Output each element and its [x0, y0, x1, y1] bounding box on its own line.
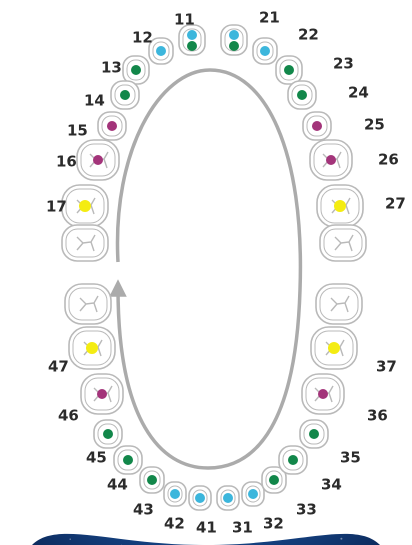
tooth-label-42: 42	[164, 515, 185, 533]
yellow-dot	[86, 342, 98, 354]
yellow-dot	[79, 200, 91, 212]
tooth-45[interactable]	[94, 420, 122, 448]
green-dot	[269, 475, 279, 485]
cyan-dot	[156, 46, 166, 56]
tooth-24[interactable]	[288, 81, 316, 109]
tooth-42[interactable]	[164, 482, 186, 506]
tooth-28[interactable]	[320, 225, 366, 261]
green-dot	[297, 90, 307, 100]
green-dot	[103, 429, 113, 439]
tooth-label-16: 16	[56, 153, 77, 171]
tooth-label-12: 12	[132, 29, 153, 47]
tooth-37[interactable]	[311, 327, 357, 369]
tooth-34[interactable]	[279, 446, 307, 474]
tooth-label-23: 23	[333, 55, 354, 73]
tooth-label-21: 21	[259, 9, 280, 27]
green-dot	[309, 429, 319, 439]
magenta-dot	[107, 121, 117, 131]
tooth-label-35: 35	[340, 449, 361, 467]
tooth-26[interactable]	[310, 140, 352, 180]
magenta-dot	[326, 155, 336, 165]
tooth-27[interactable]	[317, 185, 363, 227]
cyan-dot	[195, 493, 205, 503]
green-dot	[120, 90, 130, 100]
magenta-dot	[312, 121, 322, 131]
tooth-38[interactable]	[316, 284, 362, 324]
tooth-14[interactable]	[111, 81, 139, 109]
tooth-16[interactable]	[77, 140, 119, 180]
green-dot	[187, 41, 197, 51]
tooth-13[interactable]	[123, 56, 149, 84]
tooth-label-33: 33	[296, 501, 317, 519]
tooth-label-45: 45	[86, 449, 107, 467]
magenta-dot	[97, 389, 107, 399]
tooth-label-34: 34	[321, 476, 342, 494]
tooth-label-17: 17	[46, 198, 67, 216]
tooth-label-15: 15	[67, 122, 88, 140]
tooth-41[interactable]	[189, 486, 211, 510]
cyan-dot	[248, 489, 258, 499]
green-dot	[288, 455, 298, 465]
cyan-dot	[260, 46, 270, 56]
tooth-label-13: 13	[101, 59, 122, 77]
tooth-label-46: 46	[58, 407, 79, 425]
tooth-label-14: 14	[84, 92, 105, 110]
tooth-17[interactable]	[62, 185, 108, 227]
magenta-dot	[93, 155, 103, 165]
tooth-label-22: 22	[298, 26, 319, 44]
tooth-label-32: 32	[263, 515, 284, 533]
star	[340, 538, 342, 540]
tooth-label-36: 36	[367, 407, 388, 425]
green-dot	[284, 65, 294, 75]
tooth-47[interactable]	[69, 327, 115, 369]
tooth-32[interactable]	[242, 482, 264, 506]
tooth-46[interactable]	[81, 374, 123, 414]
green-dot	[229, 41, 239, 51]
cyan-dot	[229, 30, 239, 40]
cyan-dot	[170, 489, 180, 499]
tooth-label-41: 41	[196, 519, 217, 537]
magenta-dot	[318, 389, 328, 399]
tooth-label-11: 11	[174, 11, 195, 29]
tooth-21[interactable]	[221, 25, 247, 55]
green-dot	[123, 455, 133, 465]
tooth-48[interactable]	[65, 284, 111, 324]
cyan-dot	[187, 30, 197, 40]
tooth-36[interactable]	[302, 374, 344, 414]
star	[70, 539, 71, 540]
tooth-label-24: 24	[348, 84, 369, 102]
tooth-11[interactable]	[179, 25, 205, 55]
yellow-dot	[334, 200, 346, 212]
tooth-35[interactable]	[300, 420, 328, 448]
tooth-18[interactable]	[62, 225, 108, 261]
tooth-25[interactable]	[303, 112, 331, 140]
tooth-label-27: 27	[385, 195, 406, 213]
green-dot	[131, 65, 141, 75]
tooth-label-43: 43	[133, 501, 154, 519]
tooth-label-25: 25	[364, 116, 385, 134]
green-dot	[147, 475, 157, 485]
tooth-23[interactable]	[276, 56, 302, 84]
tooth-31[interactable]	[217, 486, 239, 510]
tooth-label-31: 31	[232, 519, 253, 537]
yellow-dot	[328, 342, 340, 354]
tooth-label-47: 47	[48, 358, 69, 376]
tooth-label-44: 44	[107, 476, 128, 494]
tooth-44[interactable]	[114, 446, 142, 474]
tooth-43[interactable]	[140, 467, 164, 493]
tooth-label-26: 26	[378, 151, 399, 169]
tooth-22[interactable]	[253, 38, 277, 64]
cyan-dot	[223, 493, 233, 503]
tooth-15[interactable]	[98, 112, 126, 140]
tooth-label-37: 37	[376, 358, 397, 376]
